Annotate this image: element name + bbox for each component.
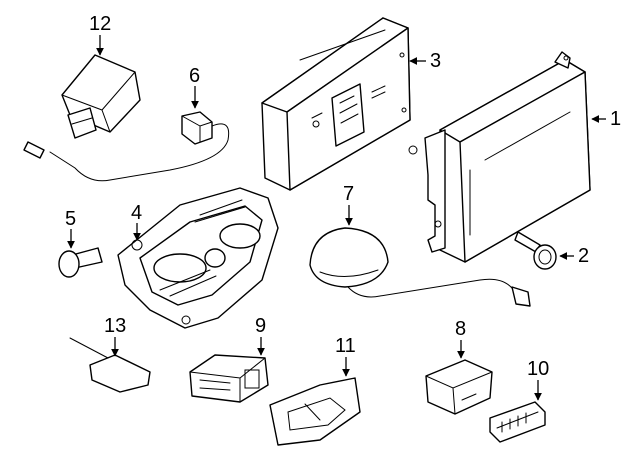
part-13-pad: [69, 337, 151, 393]
part-6-connector: [23, 111, 230, 182]
callout-2: 2: [578, 245, 589, 267]
callout-4: 4: [131, 202, 142, 224]
callout-7: 7: [343, 183, 354, 205]
part-11-bezel: [269, 377, 361, 446]
callout-6: 6: [189, 65, 200, 87]
callout-10: 10: [527, 358, 549, 380]
part-7-antenna: [309, 227, 531, 307]
callout-11: 11: [335, 335, 356, 357]
callout-1: 1: [610, 108, 621, 130]
part-4-climate-panel: [117, 187, 279, 329]
callout-13: 13: [104, 315, 126, 337]
callout-12: 12: [89, 13, 111, 35]
part-1-radio-module: [408, 51, 591, 263]
callout-9: 9: [255, 315, 266, 337]
part-5-bolt: [58, 247, 103, 278]
part-2-screw: [514, 231, 557, 270]
callout-3: 3: [430, 50, 441, 72]
callout-8: 8: [455, 318, 466, 340]
part-3-control-module: [261, 17, 411, 191]
callout-5: 5: [65, 208, 76, 230]
part-12-module: [61, 54, 141, 139]
part-10-connector-strip: [489, 401, 546, 443]
part-9-switch: [189, 354, 269, 403]
part-8-module: [425, 359, 493, 415]
